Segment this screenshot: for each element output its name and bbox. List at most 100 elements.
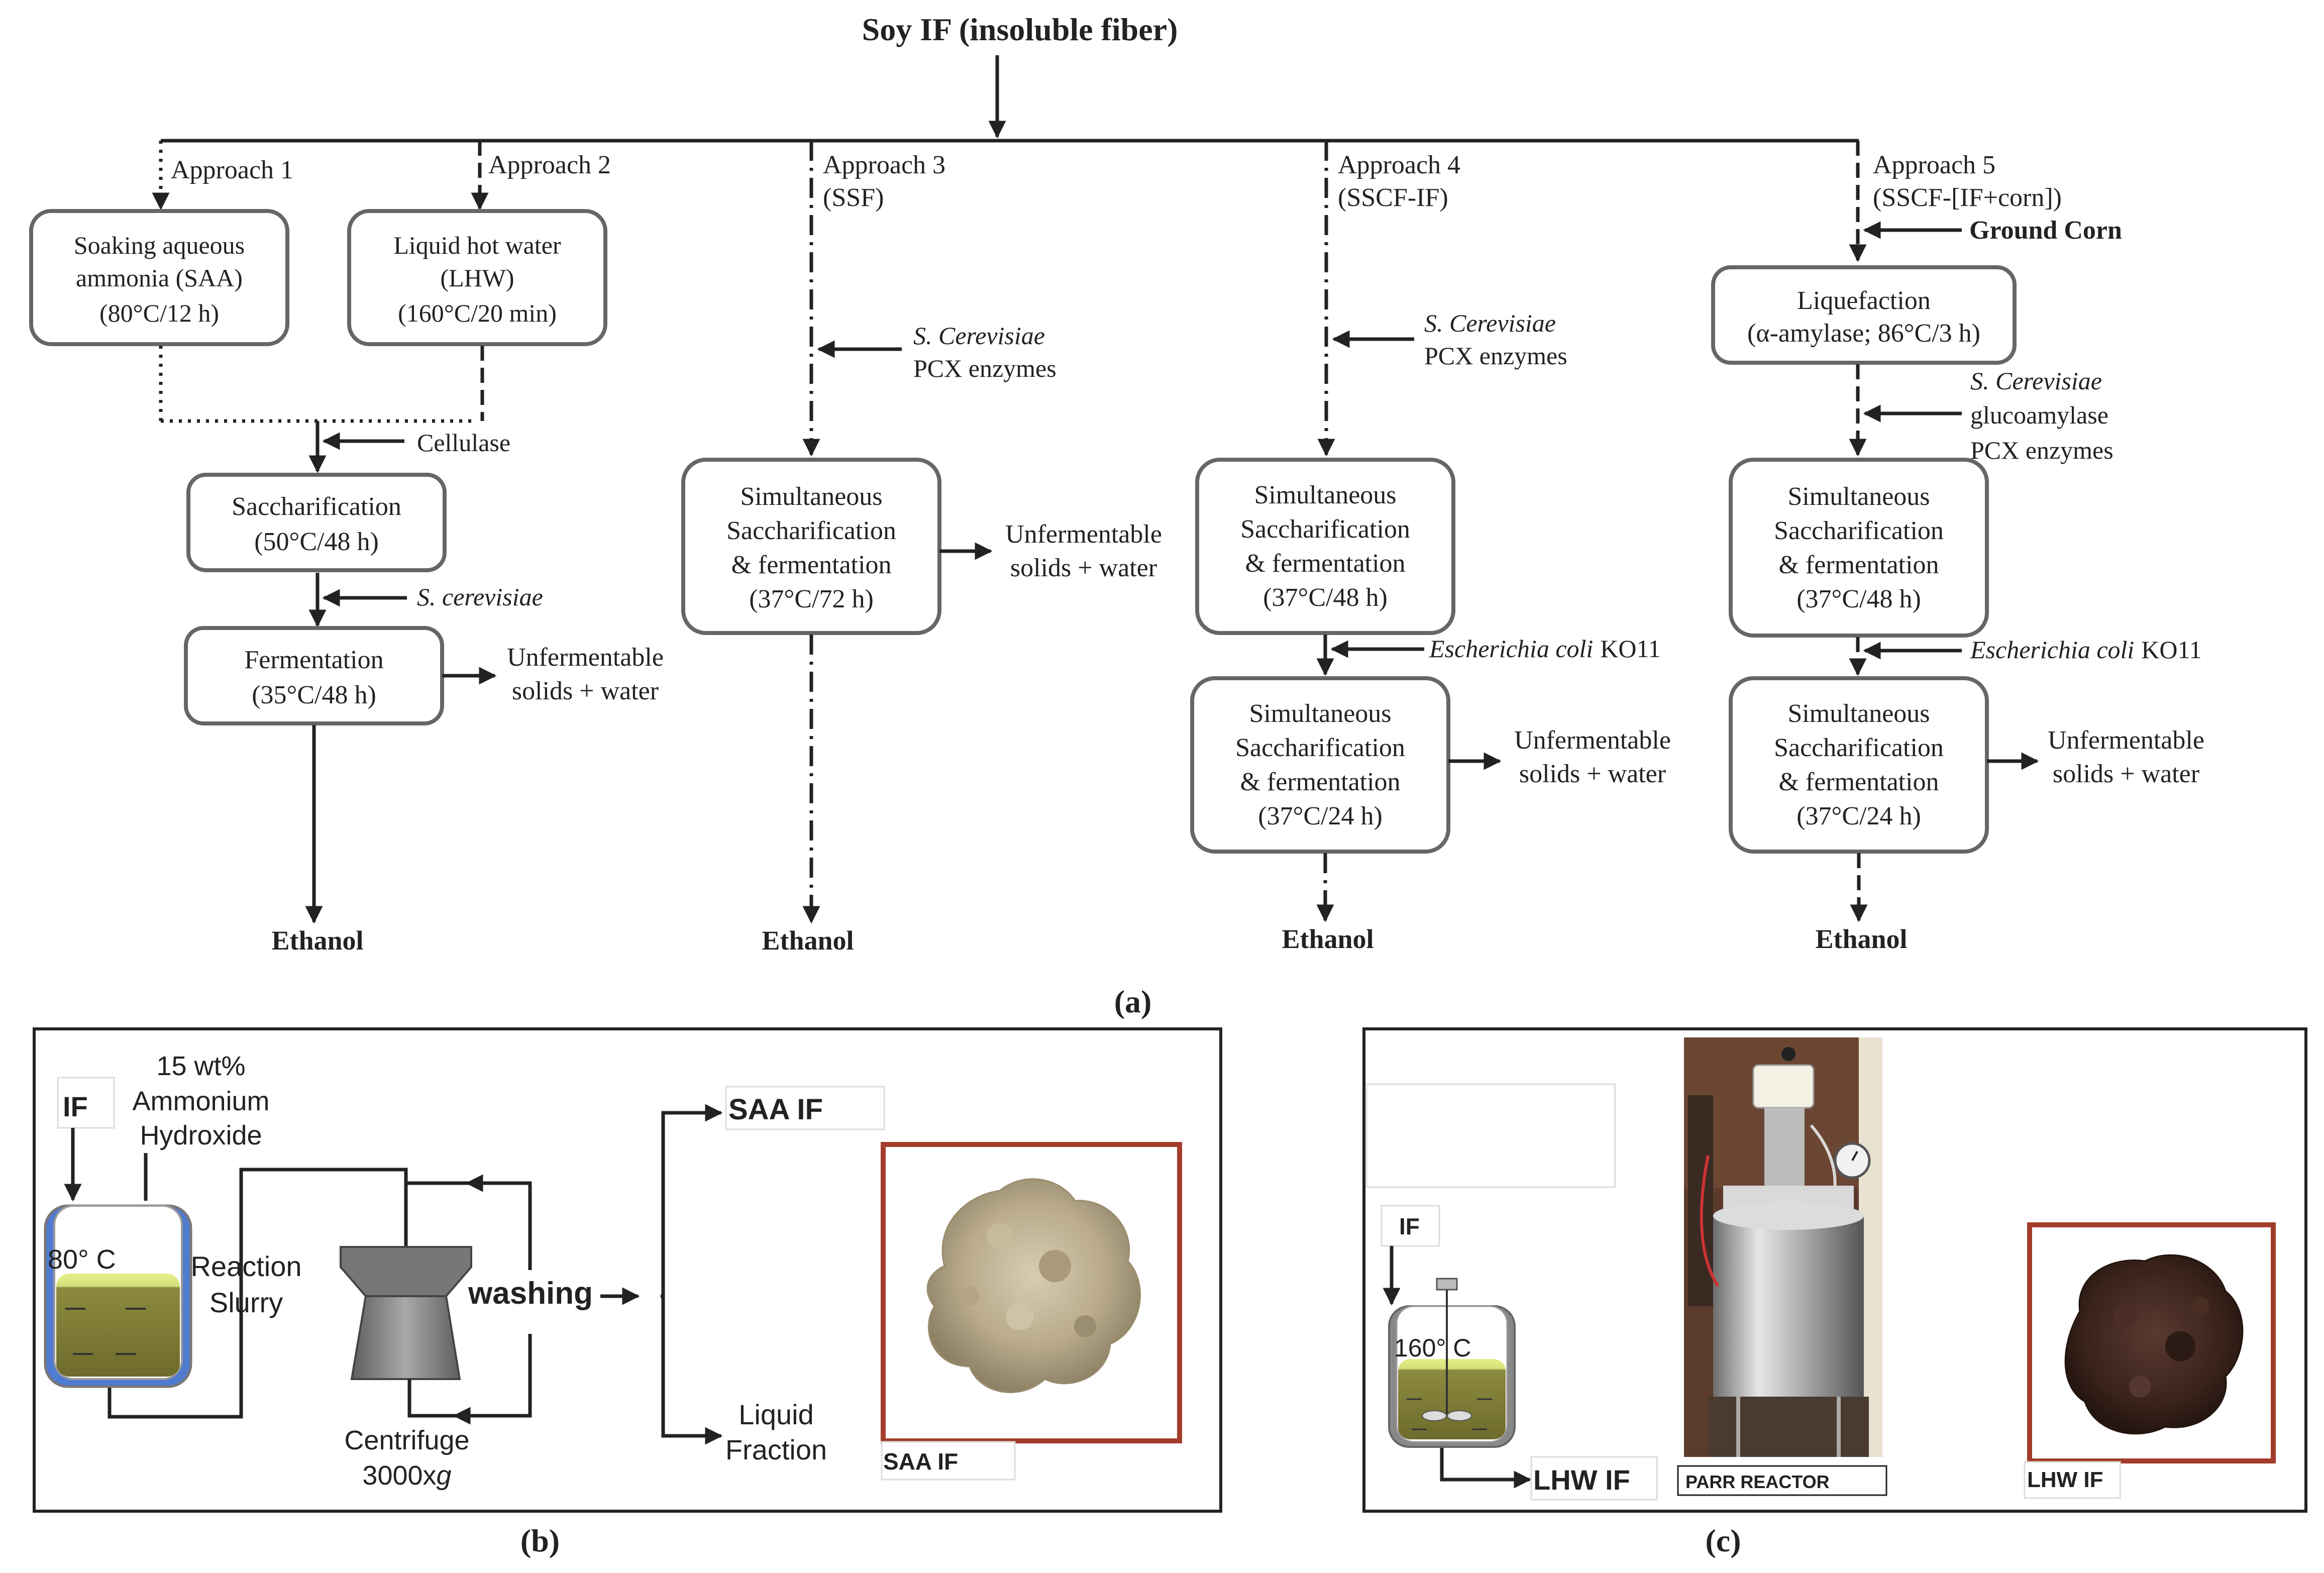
b-speed-number: 3000x bbox=[362, 1460, 436, 1491]
a5-ssf2-line3: & fermentation bbox=[1778, 768, 1939, 796]
c-reactor-caption: PARR REACTOR bbox=[1685, 1472, 1830, 1492]
lhw-if-tag bbox=[1530, 1456, 1658, 1501]
c-if-tag bbox=[1381, 1205, 1440, 1247]
b-reagent-line2: Ammonium bbox=[132, 1086, 269, 1116]
b-temp-label: 80° C bbox=[48, 1244, 116, 1275]
a4-ssf2-box bbox=[1190, 676, 1450, 854]
panel-c-label: (c) bbox=[1705, 1523, 1741, 1558]
b-speed-label: 3000xg bbox=[362, 1460, 451, 1491]
a5-gluco: glucoamylase bbox=[1970, 401, 2108, 429]
approach5-label: Approach 5 bbox=[1873, 151, 1995, 179]
approach5-sub: (SSCF-[IF+corn]) bbox=[1873, 183, 2062, 212]
parr-reactor-photo bbox=[1684, 1037, 1882, 1457]
c-empty-label-box bbox=[1365, 1083, 1616, 1188]
liq-line1: Liquefaction bbox=[1797, 286, 1931, 315]
b-speed-g: g bbox=[437, 1460, 452, 1491]
cellulase-label: Cellulase bbox=[417, 429, 510, 457]
a4-ssf1-line4: (37°C/48 h) bbox=[1263, 583, 1388, 612]
b-liquid-line2: Fraction bbox=[725, 1434, 827, 1465]
ground-corn-label: Ground Corn bbox=[1969, 216, 2122, 245]
a5-ssf2-box bbox=[1729, 676, 1989, 854]
b-reactor-vessel bbox=[44, 1204, 192, 1388]
lhw-pretreatment-box bbox=[347, 209, 607, 346]
liq-line2: (α-amylase; 86°C/3 h) bbox=[1747, 319, 1980, 348]
c-photo-caption: LHW IF bbox=[2027, 1467, 2103, 1492]
saa-photo-caption-tag bbox=[881, 1441, 1016, 1481]
liquefaction-box bbox=[1711, 265, 2017, 365]
saa-line3: (80°C/12 h) bbox=[99, 299, 219, 327]
b-slurry-line2: Slurry bbox=[209, 1287, 283, 1318]
a4-organism: S. Cerevisiae bbox=[1424, 309, 1556, 337]
a3-ssf-line2: Saccharification bbox=[726, 516, 896, 545]
unferm3-line2: solids + water bbox=[1010, 554, 1157, 582]
a5-ecoli-strain: KO11 bbox=[2141, 636, 2201, 664]
sacch-line2: (50°C/48 h) bbox=[254, 528, 379, 556]
a5-ssf1-box bbox=[1729, 458, 1989, 638]
ethanol-5: Ethanol bbox=[1815, 924, 1907, 954]
b-photo-caption: SAA IF bbox=[883, 1448, 958, 1475]
sacch-line1: Saccharification bbox=[232, 492, 401, 521]
unferm5-line2: solids + water bbox=[2053, 760, 2199, 788]
a5-ssf2-line2: Saccharification bbox=[1774, 733, 1944, 762]
a4-ssf1-box bbox=[1195, 458, 1455, 635]
saa-line2: ammonia (SAA) bbox=[76, 264, 243, 292]
b-centrifuge-label: Centrifuge bbox=[344, 1425, 469, 1455]
saa-line1: Soaking aqueous bbox=[74, 231, 245, 259]
saa-pretreatment-box bbox=[29, 209, 289, 346]
a5-enzymes: PCX enzymes bbox=[1970, 436, 2114, 464]
saccharification-box bbox=[186, 473, 447, 572]
c-lhw-if-label: LHW IF bbox=[1533, 1464, 1630, 1496]
lhw-if-photo bbox=[2027, 1222, 2276, 1463]
ethanol-3: Ethanol bbox=[762, 925, 854, 956]
lhw-line3: (160°C/20 min) bbox=[398, 299, 557, 327]
approach3-label: Approach 3 bbox=[823, 151, 945, 179]
b-washing-label: washing bbox=[468, 1276, 593, 1311]
a3-ssf-line3: & fermentation bbox=[731, 551, 891, 579]
ferm-line1: Fermentation bbox=[244, 646, 383, 674]
c-if-label: IF bbox=[1399, 1213, 1420, 1239]
a4-ssf2-line2: Saccharification bbox=[1235, 733, 1405, 762]
a5-organism: S. Cerevisiae bbox=[1970, 367, 2102, 395]
a5-ssf1-line1: Simultaneous bbox=[1787, 482, 1930, 511]
a3-ssf-line4: (37°C/72 h) bbox=[749, 585, 874, 613]
c-temp-label: 160° C bbox=[1394, 1334, 1471, 1362]
approach4-sub: (SSCF-IF) bbox=[1338, 183, 1448, 212]
saa-if-tag bbox=[725, 1086, 885, 1130]
approach1-label: Approach 1 bbox=[171, 156, 293, 184]
panel-b-label: (b) bbox=[520, 1523, 560, 1558]
a4-enzymes: PCX enzymes bbox=[1424, 342, 1567, 370]
ethanol-1: Ethanol bbox=[271, 925, 363, 956]
a4-ssf1-line2: Saccharification bbox=[1240, 515, 1410, 544]
a4-ssf2-line3: & fermentation bbox=[1240, 768, 1400, 796]
panel-a-label: (a) bbox=[1114, 984, 1152, 1019]
a3-ssf-line1: Simultaneous bbox=[740, 482, 882, 511]
a5-ssf1-line3: & fermentation bbox=[1778, 551, 1939, 579]
lhw-photo-caption-tag bbox=[2024, 1461, 2121, 1499]
centrifuge-icon bbox=[340, 1246, 472, 1380]
a5-ssf2-line4: (37°C/24 h) bbox=[1797, 802, 1921, 830]
a4-ssf1-line3: & fermentation bbox=[1245, 549, 1405, 578]
unferm4-line1: Unfermentable bbox=[1514, 726, 1671, 755]
a4-ssf2-line1: Simultaneous bbox=[1249, 699, 1391, 728]
unferm4-line2: solids + water bbox=[1519, 760, 1666, 788]
a5-ssf1-line4: (37°C/48 h) bbox=[1797, 585, 1921, 613]
lhw-line1: Liquid hot water bbox=[393, 231, 561, 259]
unferm1-line2: solids + water bbox=[512, 677, 659, 705]
ethanol-4: Ethanol bbox=[1282, 924, 1374, 954]
a5-ssf2-line1: Simultaneous bbox=[1787, 699, 1930, 728]
root-title: Soy IF (insoluble fiber) bbox=[862, 12, 1178, 47]
approach2-label: Approach 2 bbox=[488, 151, 611, 179]
a4-ecoli-strain: KO11 bbox=[1600, 635, 1660, 663]
a4-ssf1-line1: Simultaneous bbox=[1254, 481, 1396, 509]
approach4-label: Approach 4 bbox=[1338, 151, 1460, 179]
b-reagent-line3: Hydroxide bbox=[140, 1120, 262, 1150]
ferm-line2: (35°C/48 h) bbox=[252, 681, 376, 709]
b-saa-if-label: SAA IF bbox=[728, 1093, 823, 1126]
c-reactor-vessel bbox=[1388, 1278, 1516, 1448]
b-if-tag bbox=[57, 1077, 115, 1129]
a4-ssf2-line4: (37°C/24 h) bbox=[1258, 802, 1383, 830]
lhw-line2: (LHW) bbox=[440, 264, 514, 292]
unferm1-line1: Unfermentable bbox=[507, 643, 664, 672]
